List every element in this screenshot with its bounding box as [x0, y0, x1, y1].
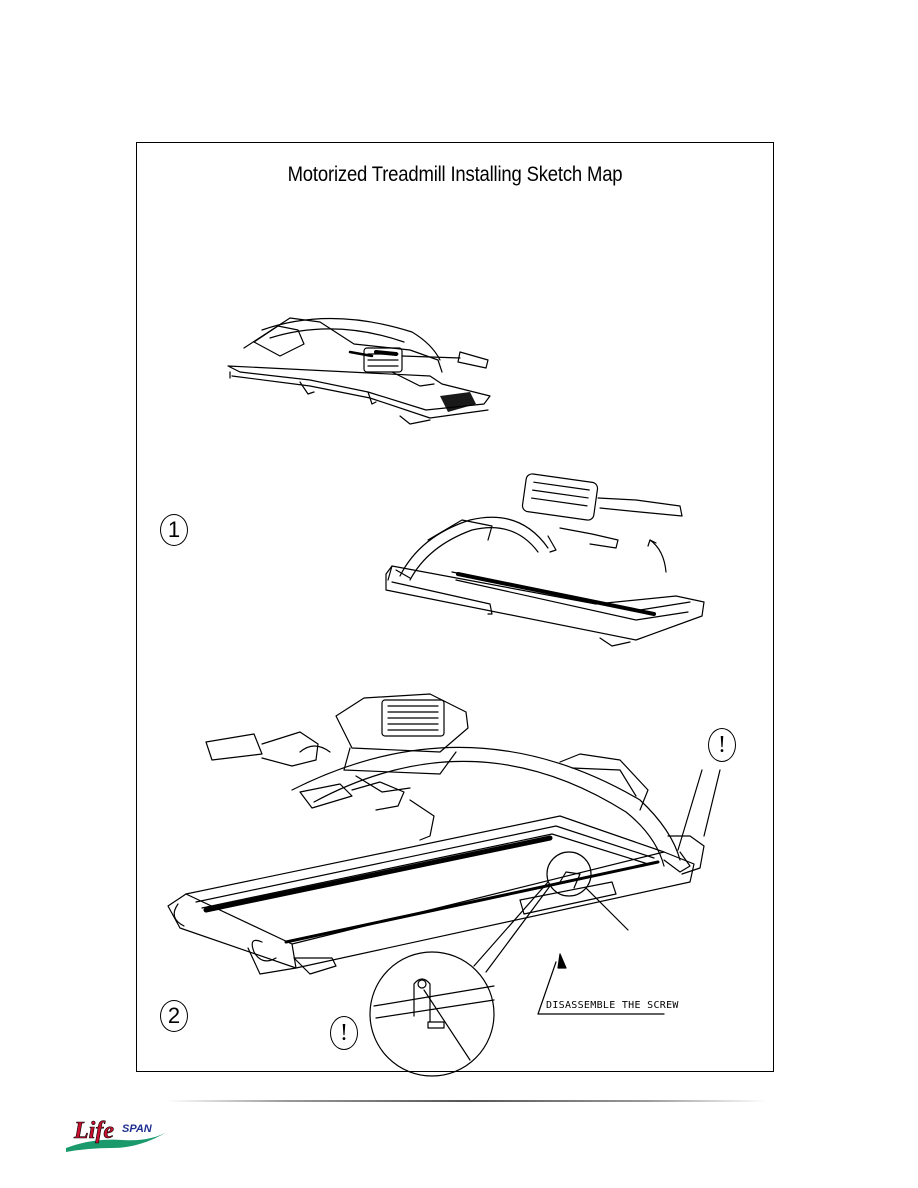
- treadmill-assembled-illustration: [167, 693, 721, 1077]
- footer-divider: [166, 1100, 766, 1102]
- svg-text:Life: Life: [73, 1118, 114, 1144]
- step-number-1: 1: [160, 514, 188, 546]
- lifespan-logo: Life SPAN: [66, 1118, 170, 1152]
- treadmill-folded-illustration: [227, 317, 491, 425]
- page-title: Motorized Treadmill Installing Sketch Ma…: [287, 163, 623, 186]
- svg-text:SPAN: SPAN: [122, 1123, 153, 1135]
- warning-icon: !: [708, 728, 736, 762]
- warning-icon: !: [330, 1016, 358, 1050]
- treadmill-unfolding-illustration: [385, 473, 705, 647]
- callout-label: DISASSEMBLE THE SCREW: [546, 1000, 679, 1011]
- step-number-2: 2: [160, 1000, 188, 1032]
